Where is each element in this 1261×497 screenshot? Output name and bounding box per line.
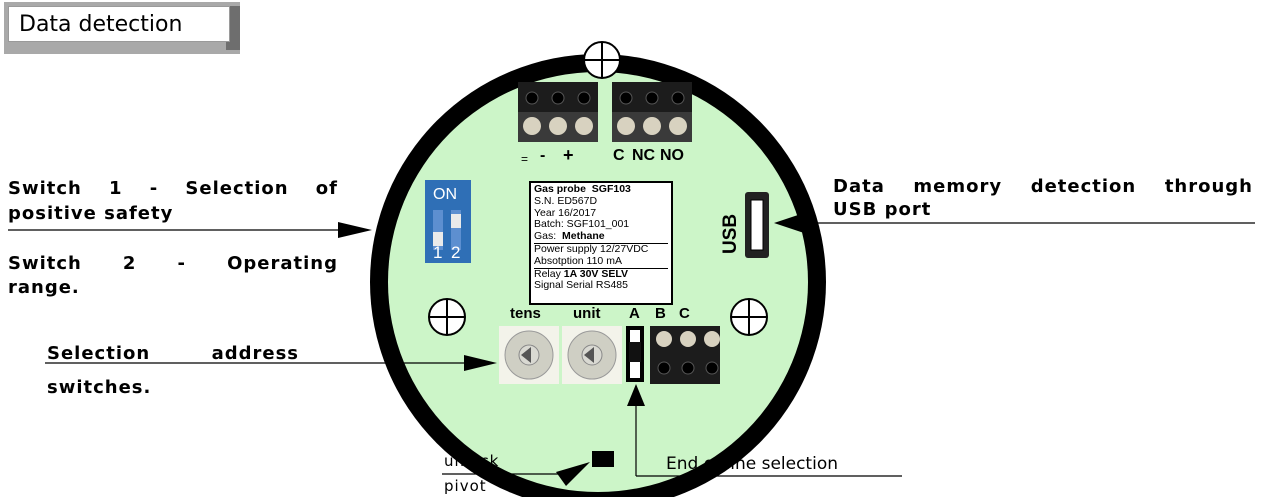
bus-label-b: B: [655, 305, 666, 322]
dip-number-2: 2: [451, 243, 461, 262]
nameplate-batch: Batch: SGF101_001: [534, 218, 630, 231]
terminal-block-power: [518, 82, 598, 142]
terminal-block-bus: [650, 326, 720, 384]
rotary-switch-tens: [499, 326, 559, 384]
terminal-block-relay: [612, 82, 692, 142]
nameplate-power: Power supply 12/27VDC: [534, 242, 668, 256]
screw-top-icon: [583, 41, 621, 79]
nameplate-year: Year 16/2017: [534, 206, 597, 219]
dip-slot-1: [433, 210, 443, 250]
end-of-line-callout: End of line selection: [666, 454, 838, 474]
bus-label-c: C: [679, 305, 690, 322]
dip-switch: [425, 180, 471, 263]
terminal-label-minus: -: [540, 147, 546, 164]
address-arrow-icon: [464, 355, 497, 371]
dip-number-1: 1: [433, 243, 443, 262]
nameplate-serial: S.N. ED567D: [534, 194, 598, 207]
screw-left-icon: [428, 298, 466, 336]
terminal-label-equal: =: [521, 152, 529, 166]
pivot-callout: pivot: [444, 477, 487, 495]
terminal-label-c: C: [613, 147, 625, 164]
nameplate-absorption: Absotption 110 mA: [534, 254, 622, 267]
switch1-callout-line2: positive safety: [8, 203, 174, 224]
usb-port-icon: [745, 192, 769, 258]
nameplate-relay-value: 1A 30V SELV: [563, 267, 628, 280]
terminal-label-plus: +: [563, 145, 574, 165]
switch1-callout-line1: Switch 1 - Selection of: [8, 178, 338, 199]
usb-arrow-icon: [774, 213, 804, 233]
switch2-callout-line1: Switch 2 - Operating: [8, 253, 338, 274]
dip-on-label: ON: [433, 186, 457, 203]
unlock-callout: unlock: [444, 452, 500, 470]
nameplate-relay-label: Relay: [534, 267, 561, 280]
address-callout-line1: Selection address: [47, 343, 299, 364]
bus-label-a: A: [629, 305, 640, 322]
switch2-callout-line2: range.: [8, 277, 80, 298]
address-callout-line2: switches.: [47, 377, 152, 398]
usb-callout-line1: Data memory detection through: [833, 176, 1253, 197]
end-of-line-jumper: [626, 326, 644, 382]
nameplate-gas-label: Gas:: [534, 230, 557, 243]
tens-label: tens: [510, 305, 541, 322]
unit-label: unit: [573, 305, 601, 322]
unlock-pivot: [592, 451, 614, 467]
screw-right-icon: [730, 298, 768, 336]
page-title: Data detection: [8, 6, 230, 42]
nameplate-product: Gas probe: [534, 183, 586, 195]
usb-label: USB: [720, 213, 741, 254]
rotary-switch-unit: [562, 326, 622, 384]
nameplate-label: Gas probe SGF103 S.N. ED567D Year 16/201…: [529, 181, 673, 305]
terminal-label-nc: NC: [632, 147, 656, 164]
nameplate-signal: Signal Serial RS485: [534, 279, 628, 292]
nameplate-gas-value: Methane: [562, 230, 605, 243]
dip-knob-2: [451, 214, 461, 228]
terminal-label-no: NO: [660, 147, 684, 164]
pivot-arrow-icon: [556, 462, 590, 486]
switch-arrow-icon: [338, 222, 372, 238]
nameplate-model: SGF103: [591, 183, 631, 195]
eol-arrow-icon: [627, 384, 645, 406]
dip-knob-1: [433, 232, 443, 246]
usb-callout-line2: USB port: [833, 199, 932, 220]
dip-slot-2: [451, 210, 461, 250]
